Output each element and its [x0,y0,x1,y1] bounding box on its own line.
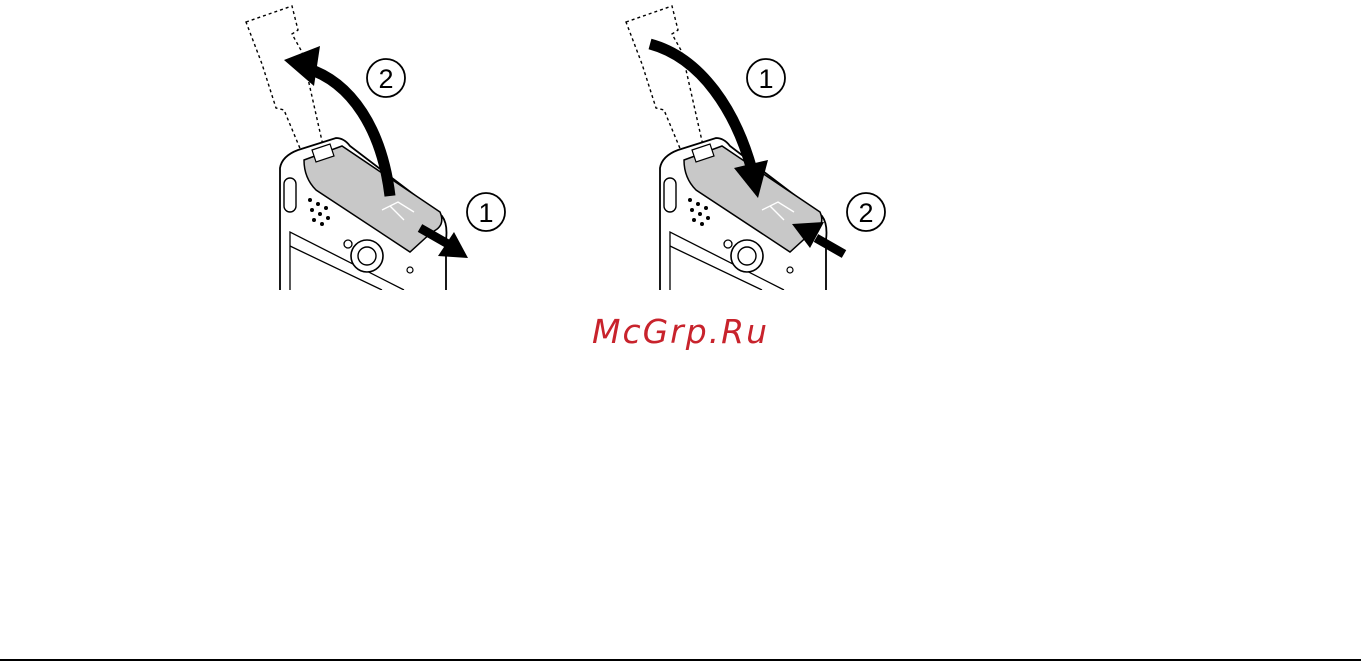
step-2-marker: 2 [847,193,885,231]
step-1-marker: 1 [747,59,785,97]
step-2-label: 2 [378,64,393,94]
page-bottom-rule [0,659,1361,661]
illustration-open-cover: 2 1 [232,0,522,290]
device-drawing-open: 2 1 [232,0,522,290]
side-button [664,178,676,212]
step-2-label: 2 [858,198,873,228]
side-button [284,178,296,212]
illustration-close-cover: 1 2 [612,0,902,290]
step-1-label: 1 [478,198,493,228]
watermark-text: McGrp.Ru [0,312,1361,351]
cover-ghost-outline [626,6,704,158]
step-2-marker: 2 [367,59,405,97]
step-1-marker: 1 [467,193,505,231]
device-drawing-close: 1 2 [612,0,902,290]
step-1-label: 1 [758,64,773,94]
